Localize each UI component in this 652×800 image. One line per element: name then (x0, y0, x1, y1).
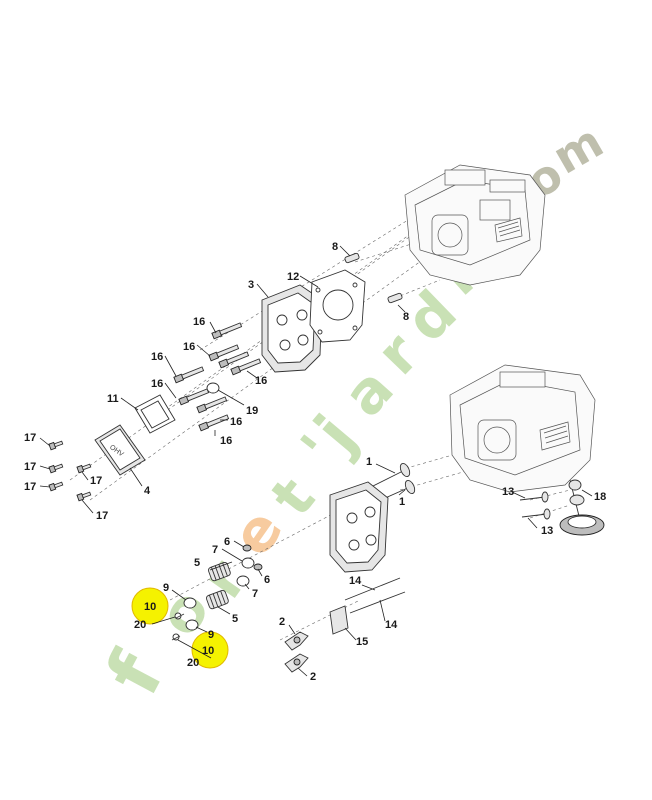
cover-screws (48, 440, 92, 502)
callout-label: 10 (144, 601, 156, 613)
spring-retainers (171, 597, 199, 641)
callout-label: 17 (24, 481, 36, 493)
callout-label: 17 (96, 510, 108, 522)
callout-label: 16 (151, 378, 163, 390)
callout-label: 2 (279, 616, 285, 628)
callout-label: 1 (399, 496, 405, 508)
cylinder-head-lower (329, 481, 389, 573)
head-gasket (309, 269, 366, 343)
callout-label: 9 (163, 582, 169, 594)
callout-label: 5 (194, 557, 200, 569)
callout-label: 13 (502, 486, 514, 498)
dowel-pins (344, 252, 403, 304)
valve-cover: OHV (94, 424, 146, 476)
callout-label: 4 (144, 485, 151, 497)
callout-label: 20 (134, 619, 146, 631)
valve-cover-gasket (134, 394, 176, 434)
callout-label: 19 (246, 405, 258, 417)
callout-label: 8 (332, 241, 338, 253)
callout-label: 15 (356, 636, 368, 648)
callout-label: 16 (255, 375, 267, 387)
watermark-text-f: f (90, 639, 181, 709)
callout-label: 10 (202, 645, 214, 657)
engine-block-upper (404, 164, 546, 286)
callout-label: 17 (24, 461, 36, 473)
callout-label: 16 (230, 416, 242, 428)
highlight-circle (191, 631, 229, 669)
o-ring (206, 382, 220, 394)
callout-label: 20 (187, 657, 199, 669)
callout-label: 2 (310, 671, 316, 683)
callout-labels: 8 12 3 8 16 16 16 16 16 16 16 19 11 17 1… (24, 241, 606, 683)
rocker-arms (284, 631, 309, 673)
callout-label: 11 (107, 393, 119, 405)
callout-label: 17 (24, 432, 36, 444)
cylinder-head (261, 284, 323, 373)
callout-label: 8 (403, 311, 409, 323)
callout-label: 6 (224, 536, 230, 548)
camshaft (559, 479, 605, 536)
guide-plate (329, 605, 349, 635)
callout-label: 7 (212, 544, 218, 556)
callout-label: 14 (385, 619, 398, 631)
engine-block-lower (449, 364, 596, 493)
callout-label: 14 (349, 575, 362, 587)
head-bolts (173, 322, 262, 432)
leader-lines (39, 245, 593, 677)
rocker-nuts (236, 544, 263, 587)
callout-label: 16 (220, 435, 232, 447)
tappets (519, 491, 551, 520)
highlight-markers (131, 587, 229, 669)
callout-label: 16 (151, 351, 163, 363)
callout-label: 13 (541, 525, 553, 537)
callout-label: 7 (252, 588, 258, 600)
callout-label: 18 (594, 491, 606, 503)
callout-label: 6 (264, 574, 270, 586)
callout-label: 5 (232, 613, 238, 625)
callout-label: 17 (90, 475, 102, 487)
callout-label: 9 (208, 629, 214, 641)
callout-label: 3 (248, 279, 254, 291)
callout-label: 12 (287, 271, 299, 283)
highlight-circle (131, 587, 169, 625)
callout-label: 16 (193, 316, 205, 328)
callout-label: 16 (183, 341, 195, 353)
callout-label: 1 (366, 456, 372, 468)
